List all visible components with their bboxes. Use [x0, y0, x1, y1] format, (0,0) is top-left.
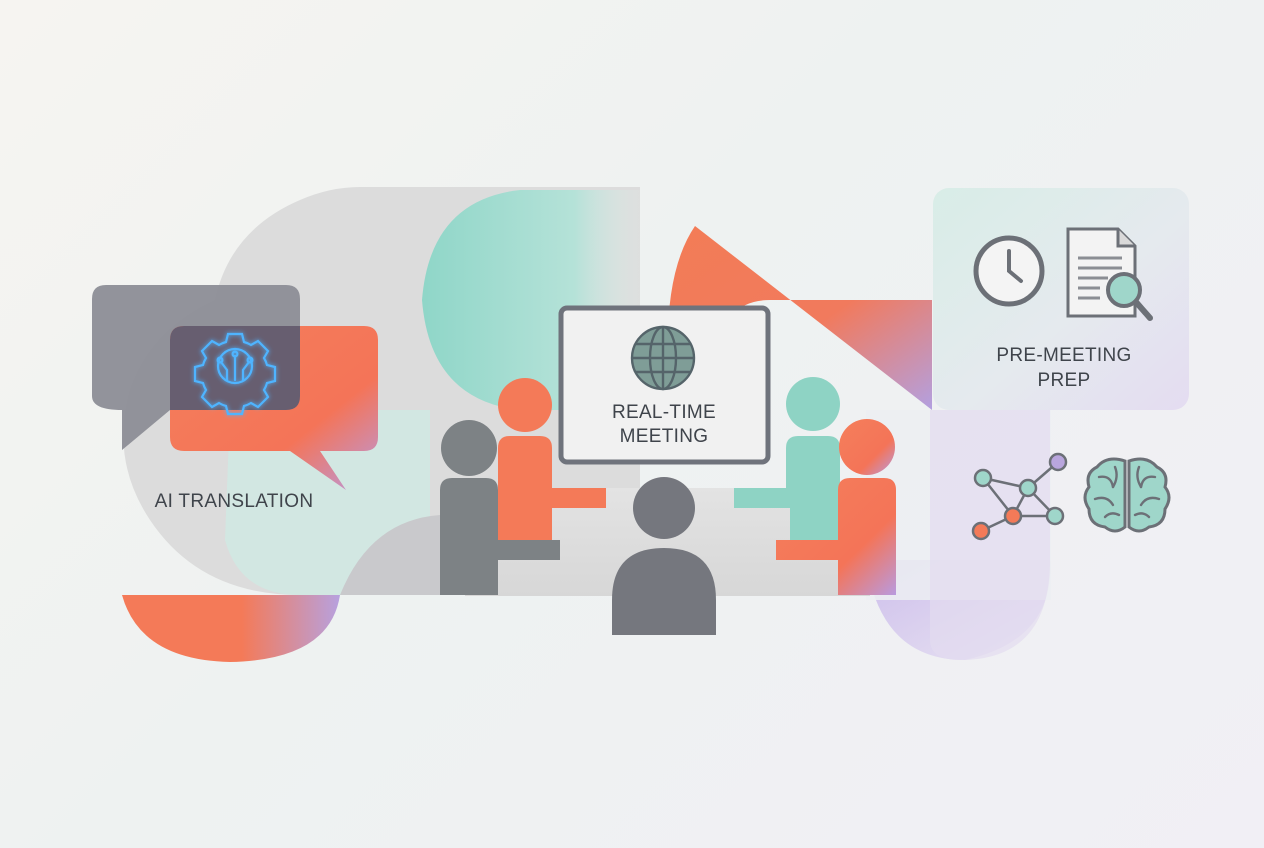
meeting-label-line2: MEETING	[620, 426, 709, 447]
meeting-section: REAL-TIME MEETING	[558, 305, 771, 465]
brain-icon	[1083, 457, 1171, 533]
coral-triangle	[667, 226, 932, 410]
globe-icon	[630, 325, 696, 391]
document-search-icon	[1066, 227, 1153, 321]
right-column-round	[930, 410, 1050, 660]
prep-label-line2: PREP	[1038, 370, 1091, 391]
meeting-label-line1: REAL-TIME	[612, 402, 716, 423]
person-left-front	[498, 378, 606, 540]
person-center	[612, 477, 716, 635]
gear-circuit-icon	[193, 332, 277, 416]
network-graph-icon	[971, 452, 1068, 541]
translation-section: AI TRANSLATION	[92, 285, 378, 512]
person-left-back	[440, 420, 560, 595]
ai-translation-label: AI TRANSLATION	[155, 491, 314, 512]
person-right-back	[734, 377, 840, 540]
people	[440, 377, 896, 635]
coral-semicircle	[122, 595, 340, 662]
prep-label-line1: PRE-MEETING	[996, 345, 1131, 366]
clock-icon	[973, 235, 1045, 307]
prep-section: PRE-MEETING PREP	[933, 188, 1189, 410]
person-right-front	[776, 419, 896, 595]
